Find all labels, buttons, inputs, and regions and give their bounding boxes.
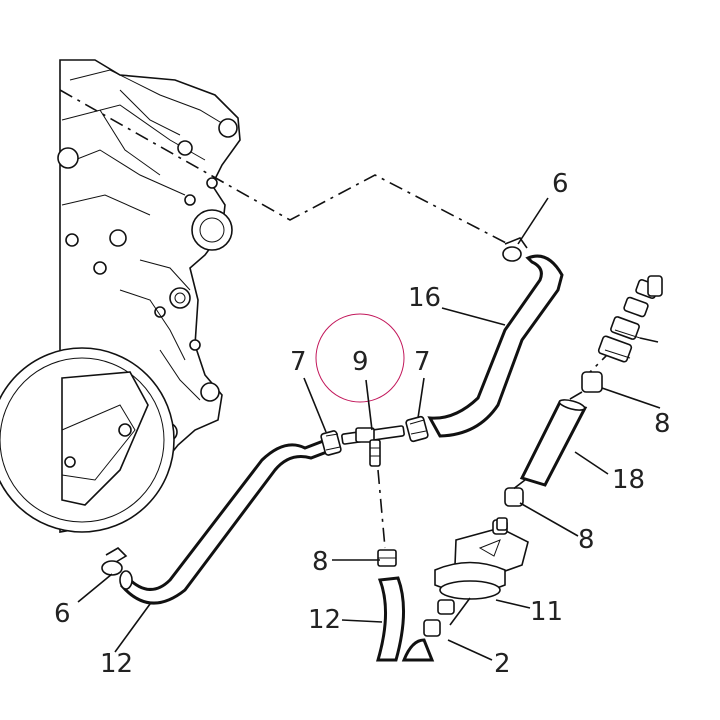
callout-8-upper-right: 8 [654, 409, 671, 439]
clamp-6-right [502, 237, 528, 262]
clamp-8-lower [496, 487, 524, 531]
callout-7-left: 7 [290, 347, 307, 377]
valve-11 [423, 519, 529, 637]
clamp-6-left [101, 546, 128, 576]
callout-8-lower-right: 8 [578, 525, 595, 555]
callout-12-center: 12 [308, 605, 341, 635]
callout-11: 11 [530, 597, 563, 627]
callout-6-upper: 6 [552, 169, 569, 199]
callout-labels: 6 16 7 9 7 8 18 8 8 11 12 6 12 2 [54, 169, 671, 679]
connector-stack [597, 275, 663, 363]
hose-18 [519, 399, 588, 487]
hose-12-left [120, 438, 335, 605]
callout-18: 18 [612, 465, 645, 495]
callout-16: 16 [408, 283, 441, 313]
hose-12-center [376, 576, 405, 662]
callout-7-right: 7 [414, 347, 431, 377]
callout-2: 2 [494, 649, 511, 679]
leader-lines [77, 197, 661, 661]
t-piece-9 [341, 425, 405, 467]
callout-6-lower: 6 [54, 599, 71, 629]
hose-16 [427, 254, 564, 438]
callout-8-center: 8 [312, 547, 329, 577]
highlight-circle [315, 313, 405, 403]
clamp-7-left [320, 430, 342, 456]
center-routing-line [377, 469, 386, 549]
routing-line [59, 89, 511, 246]
callout-9: 9 [352, 347, 369, 377]
clamp-7-right [405, 415, 429, 443]
clamp-8-center [377, 549, 397, 567]
hose-right-stub [401, 638, 435, 662]
callout-12-left: 12 [100, 649, 133, 679]
engine-casing [0, 59, 241, 533]
clamp-8-upper [581, 371, 603, 393]
